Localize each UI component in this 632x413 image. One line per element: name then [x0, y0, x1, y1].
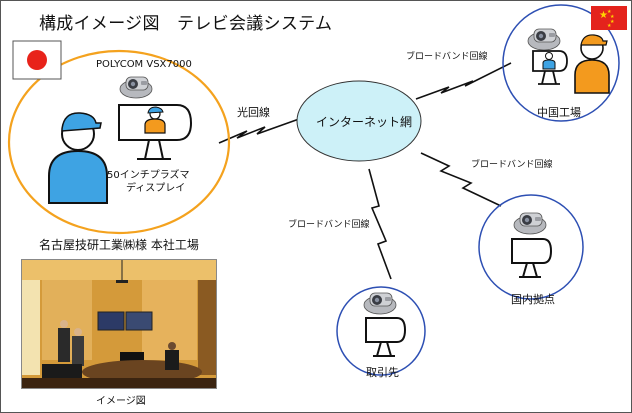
- diagram-title: 構成イメージ図 テレビ会議システム: [39, 14, 333, 34]
- link-china-internet: [415, 62, 512, 100]
- domestic-site-label: 国内拠点: [511, 293, 555, 306]
- internet-cloud: [296, 80, 422, 162]
- china-display-icon: [532, 50, 568, 85]
- link-china-label: ブロードバンド回線: [406, 52, 488, 62]
- link-client-label: ブロードバンド回線: [288, 220, 370, 230]
- photo-caption: イメージ図: [96, 396, 146, 407]
- svg-text:★: ★: [607, 23, 612, 29]
- hq-display-label-line2: ディスプレイ: [126, 183, 186, 194]
- svg-text:★: ★: [607, 9, 612, 15]
- hq-plasma-display-icon: [118, 104, 193, 160]
- svg-text:★: ★: [610, 14, 615, 20]
- link-domestic-internet: [420, 152, 502, 207]
- china-flag-icon: ★ ★ ★ ★ ★: [591, 6, 627, 30]
- china-site-label: 中国工場: [537, 106, 581, 119]
- hq-display-label-line1: 50インチプラズマ: [107, 170, 190, 181]
- svg-text:★: ★: [610, 19, 615, 25]
- domestic-camera-icon: [513, 212, 547, 235]
- china-camera-icon: [527, 28, 561, 51]
- internet-label: インターネット網: [316, 115, 413, 129]
- link-hq-label: 光回線: [237, 106, 270, 119]
- client-site-circle: [336, 286, 426, 376]
- china-site-circle: [502, 4, 620, 122]
- china-person-icon: [574, 34, 610, 94]
- link-hq-internet: [218, 118, 300, 144]
- hq-person-icon: [48, 112, 108, 204]
- hq-site-label: 名古屋技研工業㈱様 本社工場: [39, 238, 199, 252]
- hq-device-label: POLYCOM VSX7000: [96, 59, 192, 70]
- client-display-icon: [365, 317, 406, 357]
- svg-text:★: ★: [599, 10, 608, 21]
- client-camera-icon: [363, 292, 397, 315]
- hq-site-circle: [7, 49, 231, 235]
- domestic-site-circle: [478, 194, 584, 300]
- hq-polycom-camera-icon: [119, 76, 153, 99]
- link-client-internet: [368, 168, 392, 280]
- conference-room-photo: [21, 259, 217, 389]
- japan-flag-icon: [12, 40, 62, 80]
- client-site-label: 取引先: [366, 366, 399, 379]
- domestic-display-icon: [511, 238, 552, 278]
- link-domestic-label: ブロードバンド回線: [471, 160, 553, 170]
